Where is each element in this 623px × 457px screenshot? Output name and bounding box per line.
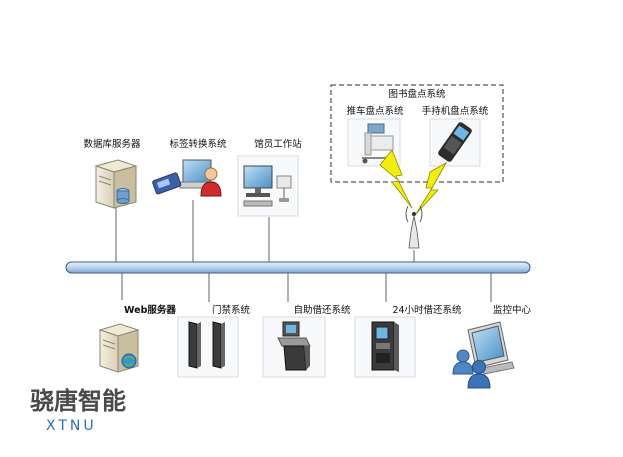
tag-conversion-label: 标签转换系统 bbox=[169, 138, 227, 150]
handheld-inventory-label: 手持机盘点系统 bbox=[422, 105, 489, 117]
inventory-group: 图书盘点系统 推车盘点系统 手持机盘点系统 bbox=[330, 84, 504, 183]
inventory-handheld-icon bbox=[429, 118, 481, 167]
tag-conversion-icon bbox=[152, 159, 222, 197]
access-gate-icon bbox=[177, 316, 239, 378]
cart-inventory-label: 推车盘点系统 bbox=[346, 105, 404, 117]
librarian-workstation-icon bbox=[237, 155, 299, 217]
antenna-icon bbox=[405, 205, 423, 249]
web-server-icon bbox=[98, 323, 140, 373]
access-control-label: 门禁系统 bbox=[212, 304, 251, 316]
brand-name-en: XTNU bbox=[46, 418, 97, 434]
brand-logo: 骁唐智能 XTNU bbox=[30, 387, 126, 434]
monitoring-center-icon bbox=[452, 321, 515, 389]
self-service-label: 自助借还系统 bbox=[293, 304, 351, 316]
hour24-label: 24小时借还系统 bbox=[392, 304, 462, 316]
librarian-station-label: 馆员工作站 bbox=[254, 138, 302, 150]
network-bus bbox=[65, 261, 531, 274]
hour24-kiosk-icon bbox=[354, 316, 416, 378]
inventory-group-frame bbox=[330, 84, 504, 183]
self-service-kiosk-icon bbox=[262, 316, 326, 378]
database-server-icon bbox=[94, 159, 138, 209]
db-server-label: 数据库服务器 bbox=[83, 138, 141, 150]
inventory-group-label: 图书盘点系统 bbox=[388, 88, 446, 100]
wireless-lightning-icon bbox=[379, 149, 448, 215]
monitoring-label: 监控中心 bbox=[493, 304, 532, 316]
brand-name-cn: 骁唐智能 bbox=[30, 387, 126, 415]
web-server-label: Web服务器 bbox=[124, 304, 176, 316]
